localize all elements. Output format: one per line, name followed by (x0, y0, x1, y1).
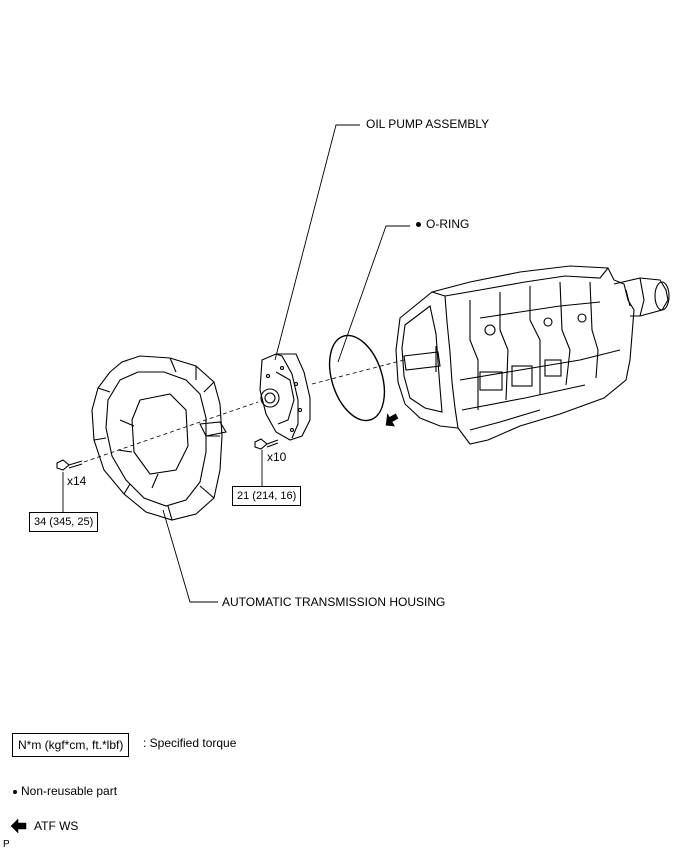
housing-torque-box: 34 (345, 25) (29, 512, 99, 532)
torque-unit-box: N*m (kgf*cm, ft.*lbf) (12, 733, 130, 757)
pump-torque-box: 21 (214, 16) (232, 486, 302, 506)
atf-legend: ATF WS (34, 819, 79, 833)
non-reusable-legend-bullet-icon (13, 789, 17, 794)
atf-legend-arrow-icon (10, 818, 27, 834)
oil-pump-part (259, 353, 311, 441)
non-reusable-bullet-icon (416, 222, 421, 228)
leader-lines (62, 124, 410, 603)
atf-arrow-icon (385, 413, 399, 427)
non-reusable-legend-text: Non-reusable part (21, 784, 118, 798)
housing-part (91, 355, 227, 521)
o-ring-part (328, 334, 386, 422)
housing-bolt (56, 459, 83, 471)
oil-pump-label: OIL PUMP ASSEMBLY (366, 117, 490, 131)
pump-bolt (254, 438, 279, 450)
non-reusable-legend: Non-reusable part (13, 784, 117, 798)
o-ring-label: O-RING (416, 217, 469, 231)
pump-bolt-count: x10 (267, 450, 287, 464)
o-ring-label-text: O-RING (426, 217, 470, 231)
torque-description: : Specified torque (143, 736, 237, 750)
housing-label: AUTOMATIC TRANSMISSION HOUSING (222, 595, 446, 609)
footer-code: P (3, 839, 10, 850)
transmission-case (395, 265, 670, 445)
assembly-axis (83, 359, 405, 463)
housing-bolt-count: x14 (67, 474, 87, 488)
